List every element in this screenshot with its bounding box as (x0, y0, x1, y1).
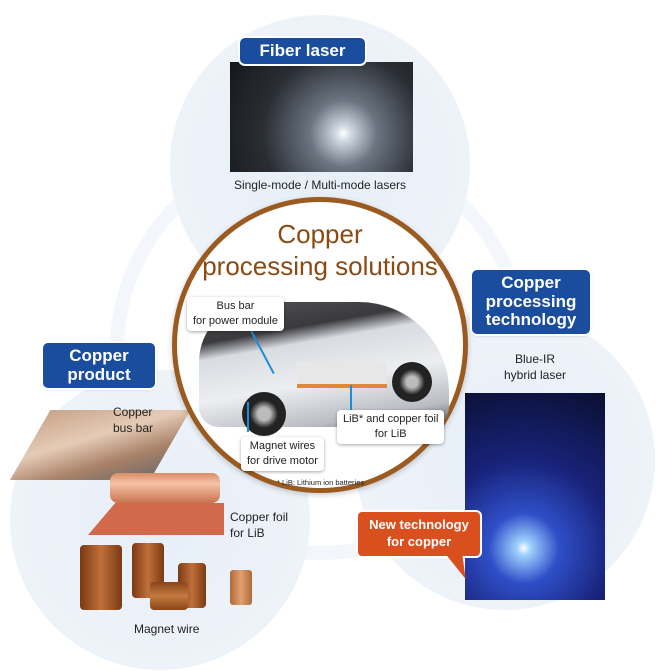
magnet-wires-tag: Magnet wires for drive motor (241, 437, 324, 471)
fiber-laser-photo (230, 62, 413, 172)
caption-line: hybrid laser (503, 367, 567, 382)
car-wheel (392, 362, 432, 402)
magnet-wire-spool (150, 582, 188, 610)
fiber-laser-label: Fiber laser (240, 38, 365, 64)
caption-line: Copper foil (230, 510, 289, 524)
caption-line: Blue-IR (514, 352, 555, 366)
label-line: Copper (69, 346, 129, 365)
center-title-line1: Copper (277, 219, 363, 249)
tag-line: Bus bar (216, 300, 255, 312)
callout-line: for copper (386, 533, 452, 549)
center-title-line2: processing solutions (202, 251, 438, 281)
copper-solutions-circle: Copper processing solutions Bus bar for p… (172, 197, 468, 493)
lib-tag: LiB* and copper foil for LiB (337, 410, 445, 444)
caption-line: bus bar (113, 420, 154, 435)
label-line: product (67, 364, 131, 384)
leader-line (350, 385, 352, 413)
magnet-wire-spool (230, 570, 252, 605)
fiber-laser-caption: Single-mode / Multi-mode lasers (233, 178, 407, 192)
footnote: * LiB: Lithium ion batteries (277, 478, 365, 487)
magnet-wire-spool (80, 545, 122, 610)
caption-line: for LiB (230, 525, 265, 540)
copper-foil-roll (110, 473, 220, 503)
tag-line: for power module (193, 314, 278, 327)
battery-pack (297, 362, 387, 388)
caption-line: Copper (113, 405, 153, 419)
label-line: technology (485, 310, 577, 330)
tag-line: Magnet wires (249, 440, 316, 452)
blue-ir-laser-photo (465, 393, 605, 600)
car-wheel (242, 392, 286, 436)
tag-line: for LiB (374, 427, 407, 440)
callout-line: New technology (369, 517, 469, 532)
label-line: Copper (501, 273, 561, 292)
label-line: processing (485, 291, 577, 311)
tag-line: for drive motor (247, 454, 318, 467)
leader-line (247, 402, 249, 432)
tag-line: LiB* and copper foil (343, 413, 439, 425)
magnet-wire-caption: Magnet wire (134, 622, 200, 636)
bus-bar-tag: Bus bar for power module (187, 297, 284, 331)
copper-foil-sheet (88, 503, 224, 535)
